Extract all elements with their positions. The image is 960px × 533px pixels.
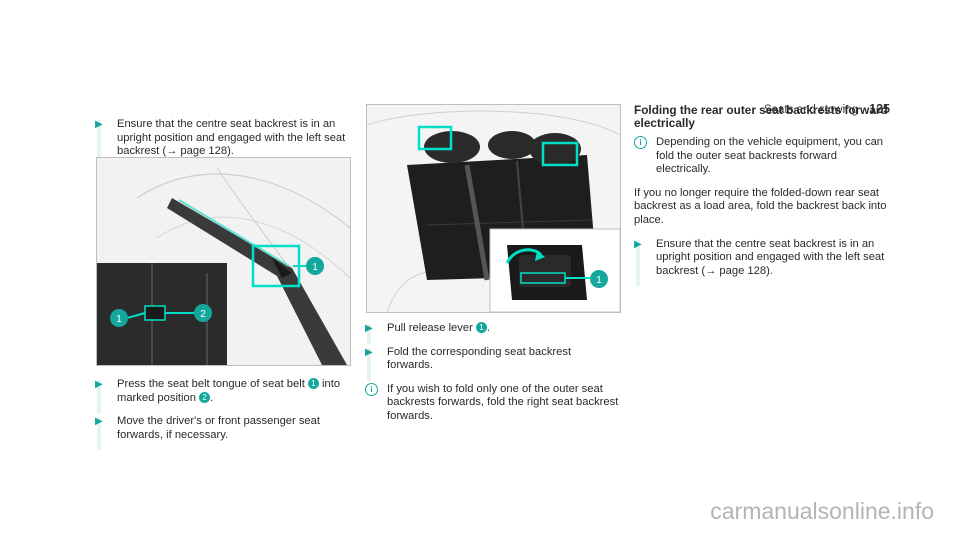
section-title: Seats and stowing xyxy=(763,104,858,116)
note-text: If you wish to fold only one of the oute… xyxy=(387,382,619,422)
step-text: . xyxy=(486,322,491,334)
rear-seat-figure: 1 xyxy=(366,104,621,313)
step-text: Ensure that the centre seat backrest is … xyxy=(117,118,346,158)
instruction-step: ▶ Ensure that the centre seat backrest i… xyxy=(634,237,892,287)
step-text: Move the driver's or front passenger sea… xyxy=(117,415,320,441)
callout-badge: 2 xyxy=(199,391,211,403)
seat-belt-figure: 1 1 2 xyxy=(96,157,351,366)
figure-label-1: 1 xyxy=(312,262,318,273)
right-column: Folding the rear outer seat backrests fo… xyxy=(634,104,892,288)
body-paragraph: If you no longer require the folded-down… xyxy=(634,186,887,226)
rear-seat-illustration: 1 xyxy=(367,110,620,312)
watermark: carmanualsonline.info xyxy=(710,498,934,524)
left-column: ▶ Ensure that the centre seat backrest i… xyxy=(95,118,350,169)
step-text: Pull release lever xyxy=(387,322,476,334)
note-text: Depending on the vehicle equipment, you … xyxy=(656,136,884,176)
callout-badge: 1 xyxy=(475,322,487,333)
info-icon: i xyxy=(365,382,378,396)
instruction-step: ▶ Move the driver's or front passenger s… xyxy=(95,415,350,451)
arrow-right-icon: ▶ xyxy=(95,379,103,390)
left-column-lower: ▶ Press the seat belt tongue of seat bel… xyxy=(95,378,350,452)
step-text: into marked position xyxy=(117,378,341,404)
middle-column: ▶ Pull release lever 1. ▶ Fold the corre… xyxy=(365,322,620,434)
info-note: i If you wish to fold only one of the ou… xyxy=(365,382,620,424)
step-text: Press the seat belt tongue of seat belt xyxy=(117,378,308,390)
step-text: Fold the corresponding seat backrest for… xyxy=(387,345,572,372)
figure-label-3: 2 xyxy=(200,309,206,320)
page-number: 125 xyxy=(869,102,890,116)
step-text: . xyxy=(210,391,214,404)
arrow-right-icon: ▶ xyxy=(95,416,103,428)
callout-badge: 1 xyxy=(307,378,319,389)
arrow-right-icon: ▶ xyxy=(365,323,373,334)
arrow-right-icon: ▶ xyxy=(634,238,642,250)
figure-label-1: 1 xyxy=(596,275,602,286)
info-note: i Depending on the vehicle equipment, yo… xyxy=(634,136,892,177)
figure-label-2: 1 xyxy=(116,314,122,325)
arrow-right-icon: ▶ xyxy=(365,346,373,358)
instruction-step: ▶ Fold the corresponding seat backrest f… xyxy=(365,345,620,382)
step-text: Ensure that the centre seat backrest is … xyxy=(656,237,885,277)
seat-belt-illustration: 1 1 2 xyxy=(97,167,350,365)
section-heading: Folding the rear outer seat backrests fo… xyxy=(634,103,888,130)
arrow-right-icon: ▶ xyxy=(95,119,103,130)
info-icon: i xyxy=(634,136,647,149)
instruction-step: ▶ Press the seat belt tongue of seat bel… xyxy=(95,378,350,414)
instruction-step: ▶ Pull release lever 1. xyxy=(365,322,620,343)
instruction-step: ▶ Ensure that the centre seat backrest i… xyxy=(95,118,350,167)
page-header: Seats and stowing 125 xyxy=(764,102,890,116)
